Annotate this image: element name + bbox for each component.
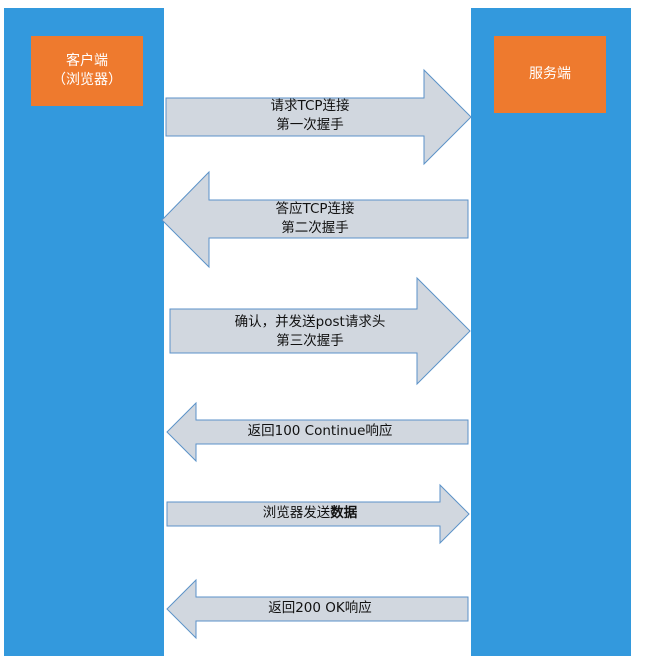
step-5-label: 浏览器发送数据 xyxy=(190,504,430,523)
client-sublabel: （浏览器） xyxy=(52,72,122,88)
step-3-line1: 确认，并发送post请求头 xyxy=(234,314,386,330)
step-5-plain: 浏览器发送 xyxy=(262,505,331,521)
step-1-line1: 请求TCP连接 xyxy=(270,98,350,114)
server-lane xyxy=(471,8,631,656)
step-5-line1: 浏览器发送数据 xyxy=(190,504,430,523)
arrow-step-6 xyxy=(166,578,469,640)
step-6-line1: 返回200 OK响应 xyxy=(268,600,372,616)
step-2-line1: 答应TCP连接 xyxy=(275,201,355,217)
step-4-line1: 返回100 Continue响应 xyxy=(247,423,393,439)
arrow-step-3 xyxy=(169,276,471,386)
server-box: 服务端 xyxy=(494,36,606,113)
step-2-line2: 第二次握手 xyxy=(281,220,349,236)
step-1-line2: 第一次握手 xyxy=(276,117,344,133)
step-2-label: 答应TCP连接 第二次握手 xyxy=(205,200,425,238)
step-4-label: 返回100 Continue响应 xyxy=(200,422,440,441)
step-3-line2: 第三次握手 xyxy=(276,333,344,349)
step-6-label: 返回200 OK响应 xyxy=(200,599,440,618)
arrow-step-4 xyxy=(166,401,469,463)
client-box: 客户端 （浏览器） xyxy=(31,36,143,106)
step-1-label: 请求TCP连接 第一次握手 xyxy=(200,97,420,135)
server-label: 服务端 xyxy=(529,66,571,82)
step-5-bold: 数据 xyxy=(330,505,358,521)
arrow-step-5 xyxy=(166,483,470,545)
client-label: 客户端 xyxy=(66,53,108,69)
arrow-step-1 xyxy=(165,68,472,166)
step-3-label: 确认，并发送post请求头 第三次握手 xyxy=(195,313,425,351)
arrow-step-2 xyxy=(161,170,469,269)
client-lane xyxy=(4,8,164,656)
